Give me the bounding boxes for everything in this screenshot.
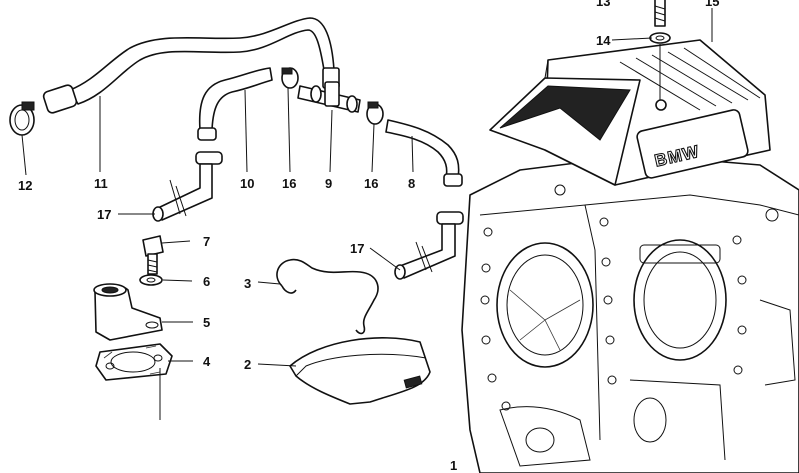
callout-2: 2 (244, 357, 251, 372)
washer-6 (139, 274, 163, 286)
callout-labels: 12 11 10 16 9 16 8 17 17 7 6 5 4 3 2 14 … (18, 0, 719, 473)
callout-14: 14 (596, 33, 611, 48)
callout-16-right: 16 (364, 176, 378, 191)
washer-14 (649, 32, 671, 44)
callout-17-left: 17 (97, 207, 111, 222)
callout-11: 11 (94, 176, 108, 191)
spring-clip-3 (276, 258, 379, 335)
hose-8 (385, 119, 463, 187)
breather-housing-5 (93, 283, 163, 341)
callout-1: 1 (450, 458, 457, 473)
callout-13: 13 (596, 0, 610, 9)
t-connector-9 (297, 81, 361, 113)
hose-clamp-16-left (281, 67, 299, 89)
callout-5: 5 (203, 315, 210, 330)
callout-7: 7 (203, 234, 210, 249)
callout-9: 9 (325, 176, 332, 191)
callout-12: 12 (18, 178, 32, 193)
hose-10 (197, 67, 273, 141)
bolt-13 (654, 0, 666, 27)
callout-4: 4 (203, 354, 211, 369)
callout-17-right: 17 (350, 241, 364, 256)
callout-6: 6 (203, 274, 210, 289)
bolt-7 (142, 235, 164, 275)
shield-plate-2 (289, 337, 431, 405)
hose-clamp-16-right (366, 101, 384, 125)
hose-clamp-12 (9, 101, 35, 136)
breather-cover: BMW (489, 39, 771, 186)
hose-11 (42, 17, 340, 114)
elbow-pipe-17-left (152, 151, 223, 222)
callout-15: 15 (705, 0, 719, 9)
callout-8: 8 (408, 176, 415, 191)
leader-lines (21, 8, 713, 367)
callout-10: 10 (240, 176, 254, 191)
callout-16-left: 16 (282, 176, 296, 191)
elbow-pipe-17-right (394, 211, 464, 280)
gasket-4 (95, 343, 173, 420)
callout-3: 3 (244, 276, 251, 291)
engine-block (461, 159, 799, 473)
